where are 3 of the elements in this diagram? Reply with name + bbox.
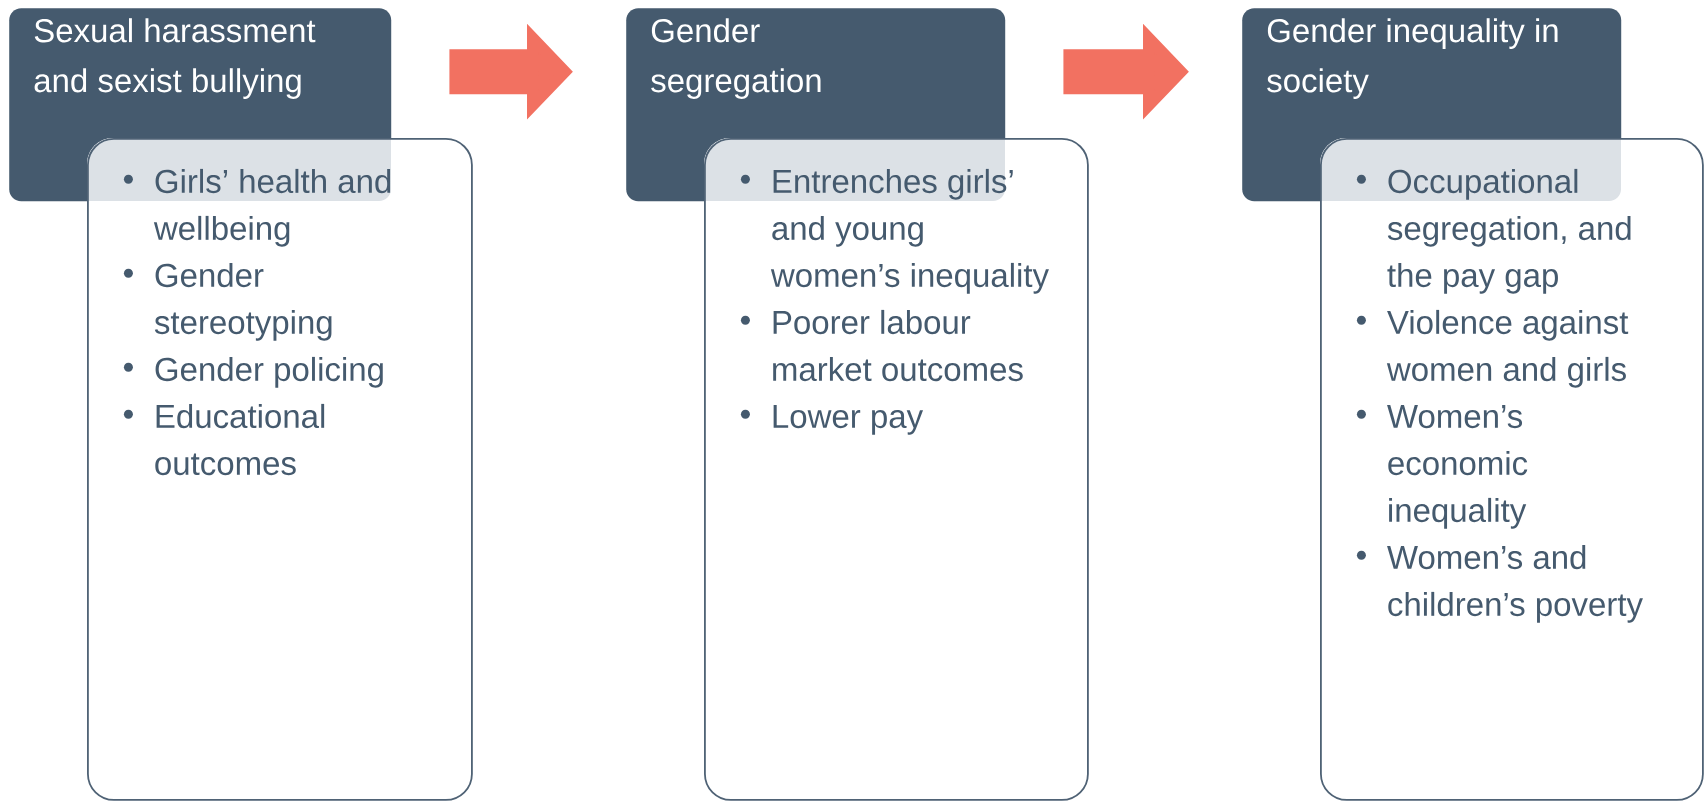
- list-box: Girls’ health and wellbeing Gender stereotyping Gender policing Educational outcomes: [87, 138, 473, 801]
- list-box: Occupational segregation, and the pay gap Violence against women and girls Women’s economic inequality Women’s and children’s poverty: [1320, 138, 1704, 801]
- list-box: Entrenches girls’ and young women’s inequality Poorer labour market outcomes Lower pay: [704, 138, 1089, 801]
